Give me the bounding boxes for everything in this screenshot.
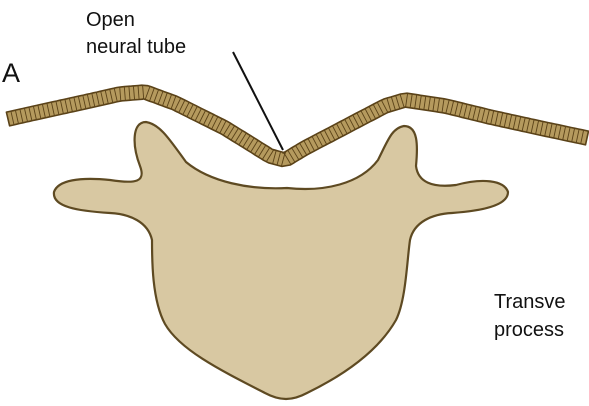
- transverse-process-label-line1: Transve: [494, 292, 566, 312]
- neural-tube-band: [6, 85, 588, 166]
- panel-label: A: [2, 60, 20, 87]
- open-neural-tube: [6, 85, 588, 166]
- open-neural-tube-label-line2: neural tube: [86, 37, 186, 57]
- transverse-process-label-line2: process: [494, 320, 564, 340]
- open-neural-tube-label-line1: Open: [86, 10, 135, 30]
